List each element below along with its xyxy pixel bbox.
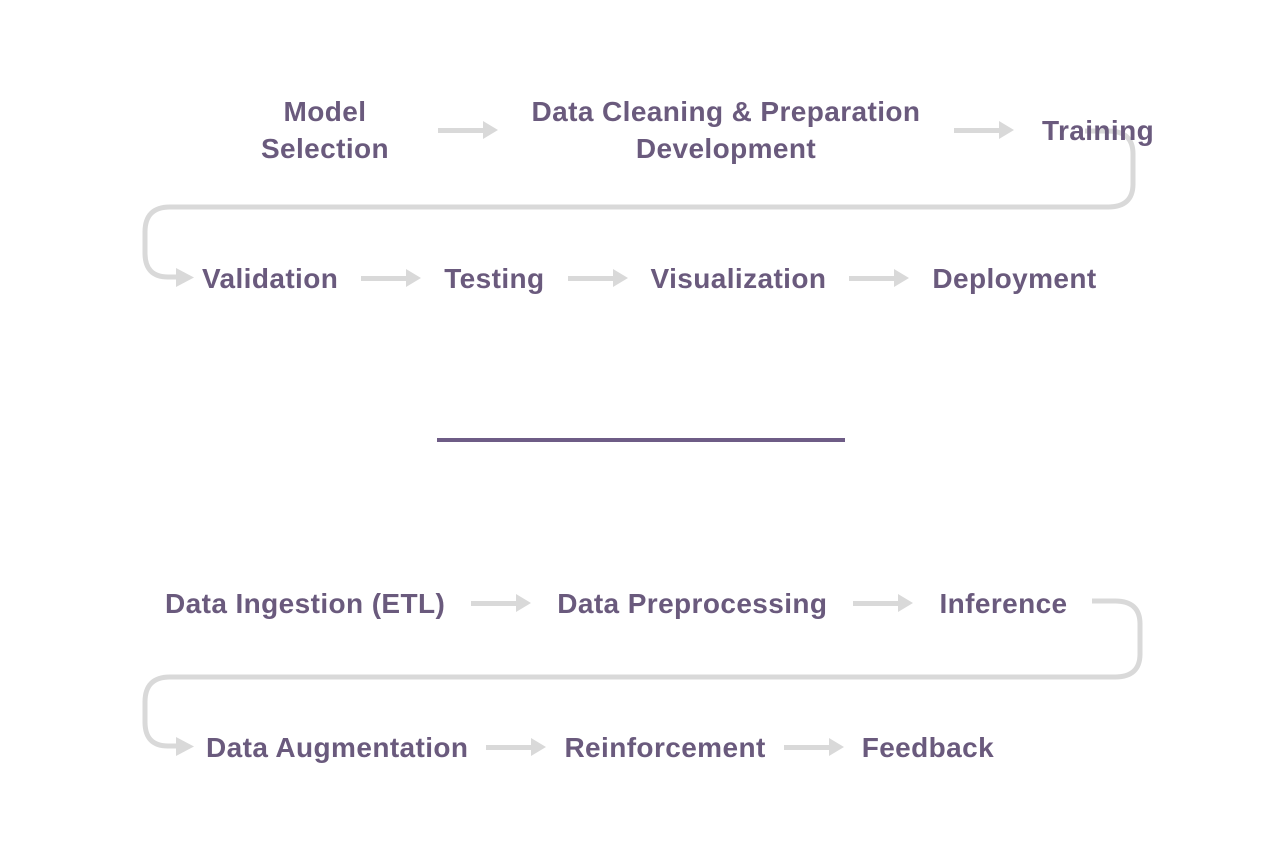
loop-arrowhead-bottom-flow [176,737,194,756]
step-data-preprocessing: Data Preprocessing [557,587,828,619]
loop-arrowhead-top-flow [176,268,194,287]
training-flow-row-2: Validation Testing Visualization Deploym… [202,252,1097,304]
arrow-right-icon [851,593,915,613]
step-feedback: Feedback [861,731,995,763]
step-visualization: Visualization [650,262,827,294]
step-model-selection: Model Selection [260,96,390,164]
arrow-right-icon [484,737,548,757]
arrow-right-icon [847,268,911,288]
training-flow-row-1: Model Selection Data Cleaning & Preparat… [240,90,1154,170]
arrow-right-icon [359,268,423,288]
step-deployment: Deployment [932,262,1097,294]
inference-flow-row-1: Data Ingestion (ETL) Data Preprocessing … [165,577,1068,629]
arrow-right-icon [469,593,533,613]
arrow-right-icon [436,120,500,140]
arrow-right-icon [952,120,1016,140]
step-data-ingestion-etl: Data Ingestion (ETL) [165,587,446,619]
step-data-augmentation: Data Augmentation [206,731,469,763]
step-data-cleaning-preparation: Data Cleaning & Preparation Development [531,96,921,164]
inference-flow-row-2: Data Augmentation Reinforcement Feedback [206,721,994,773]
step-training: Training [1042,114,1155,146]
arrow-right-icon [782,737,846,757]
step-validation: Validation [202,262,339,294]
section-divider [437,438,845,442]
arrow-right-icon [566,268,630,288]
step-reinforcement: Reinforcement [564,731,766,763]
step-inference: Inference [939,587,1068,619]
step-testing: Testing [444,262,545,294]
